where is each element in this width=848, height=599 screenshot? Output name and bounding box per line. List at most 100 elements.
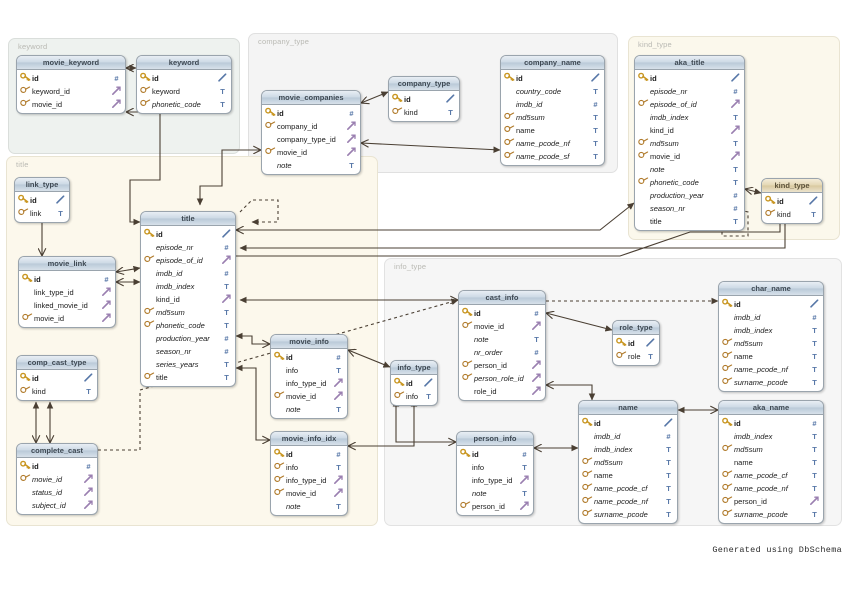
column-row[interactable]: person_id [459,359,545,372]
column-row[interactable]: role_id [459,385,545,398]
column-row[interactable]: person_id [457,500,533,513]
table-header-keyword[interactable]: keyword [137,56,231,70]
column-row[interactable]: id# [271,351,347,364]
table-header-aka_name[interactable]: aka_name [719,401,823,415]
column-row[interactable]: info_type_id [271,474,347,487]
column-row[interactable]: episode_nr# [635,85,744,98]
table-header-company_type[interactable]: company_type [389,77,459,91]
column-row[interactable]: imdb_id# [501,98,604,111]
column-row[interactable]: id# [262,107,360,120]
table-header-info_type[interactable]: info_type [391,361,437,375]
column-row[interactable]: id [17,372,97,385]
column-row[interactable]: keyword_id [17,85,125,98]
table-header-aka_title[interactable]: aka_title [635,56,744,70]
column-row[interactable]: id [389,93,459,106]
column-row[interactable]: imdb_id# [719,311,823,324]
table-header-cast_info[interactable]: cast_info [459,291,545,305]
column-row[interactable]: status_id [17,486,97,499]
column-row[interactable]: person_role_id [459,372,545,385]
column-row[interactable]: movie_id [19,312,115,325]
column-row[interactable]: id# [17,460,97,473]
column-row[interactable]: id [579,417,677,430]
column-row[interactable]: id [635,72,744,85]
column-row[interactable]: linked_movie_id [19,299,115,312]
column-row[interactable]: nr_order# [459,346,545,359]
table-header-comp_cast_type[interactable]: comp_cast_type [17,356,97,370]
table-header-movie_link[interactable]: movie_link [19,257,115,271]
column-row[interactable]: production_year# [141,332,235,345]
column-row[interactable]: id [501,72,604,85]
column-row[interactable]: subject_id [17,499,97,512]
column-row[interactable]: company_id [262,120,360,133]
table-header-name[interactable]: name [579,401,677,415]
column-row[interactable]: id [137,72,231,85]
table-header-complete_cast[interactable]: complete_cast [17,444,97,458]
column-row[interactable]: id# [19,273,115,286]
table-header-movie_companies[interactable]: movie_companies [262,91,360,105]
table-header-movie_info[interactable]: movie_info [271,335,347,349]
column-row[interactable]: id# [719,417,823,430]
column-row[interactable]: id [762,195,822,208]
table-header-link_type[interactable]: link_type [15,178,69,192]
column-row[interactable]: company_type_id [262,133,360,146]
column-row[interactable]: season_nr# [141,345,235,358]
column-row[interactable]: imdb_id# [141,267,235,280]
column-row[interactable]: info_type_id [457,474,533,487]
column-row[interactable]: episode_of_id [141,254,235,267]
column-row[interactable]: kind_id [141,293,235,306]
column-row[interactable]: movie_id [17,473,97,486]
column-row[interactable]: id# [271,448,347,461]
table-header-movie_info_idx[interactable]: movie_info_idx [271,432,347,446]
column-row[interactable]: id [719,298,823,311]
column-row[interactable]: id [613,337,659,350]
table-header-company_name[interactable]: company_name [501,56,604,70]
table-header-person_info[interactable]: person_info [457,432,533,446]
